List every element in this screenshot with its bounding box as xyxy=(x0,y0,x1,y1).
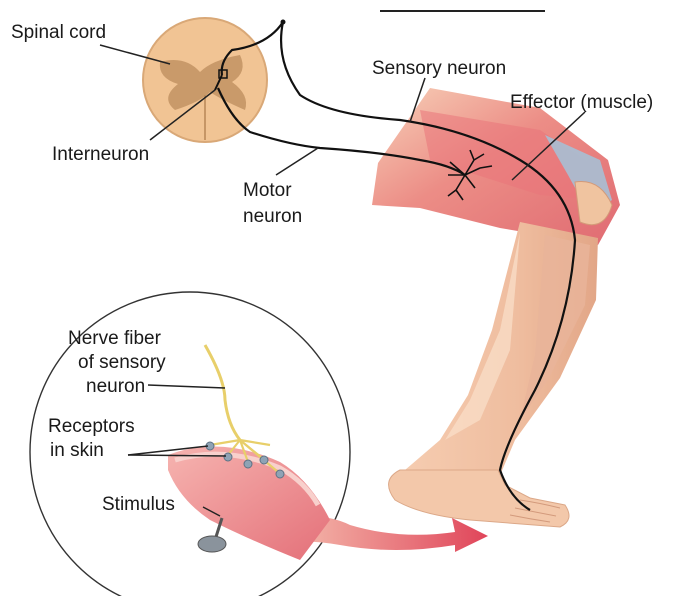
label-motor-2: neuron xyxy=(243,206,302,228)
label-receptors-2: in skin xyxy=(50,440,104,462)
label-nerve-fiber-2: of sensory xyxy=(78,352,166,374)
leader-receptors-2 xyxy=(128,455,226,456)
label-motor-1: Motor xyxy=(243,180,292,202)
label-receptors-1: Receptors xyxy=(48,416,135,438)
label-sensory-neuron: Sensory neuron xyxy=(372,58,506,80)
label-spinal-cord: Spinal cord xyxy=(11,22,106,44)
label-interneuron: Interneuron xyxy=(52,144,149,166)
label-effector: Effector (muscle) xyxy=(510,92,653,114)
label-nerve-fiber-3: neuron xyxy=(86,376,145,398)
leader-motor xyxy=(276,148,318,175)
sensory-ganglion xyxy=(281,20,286,25)
label-nerve-fiber-1: Nerve fiber xyxy=(68,328,161,350)
label-stimulus: Stimulus xyxy=(102,494,175,516)
foot xyxy=(389,470,569,527)
